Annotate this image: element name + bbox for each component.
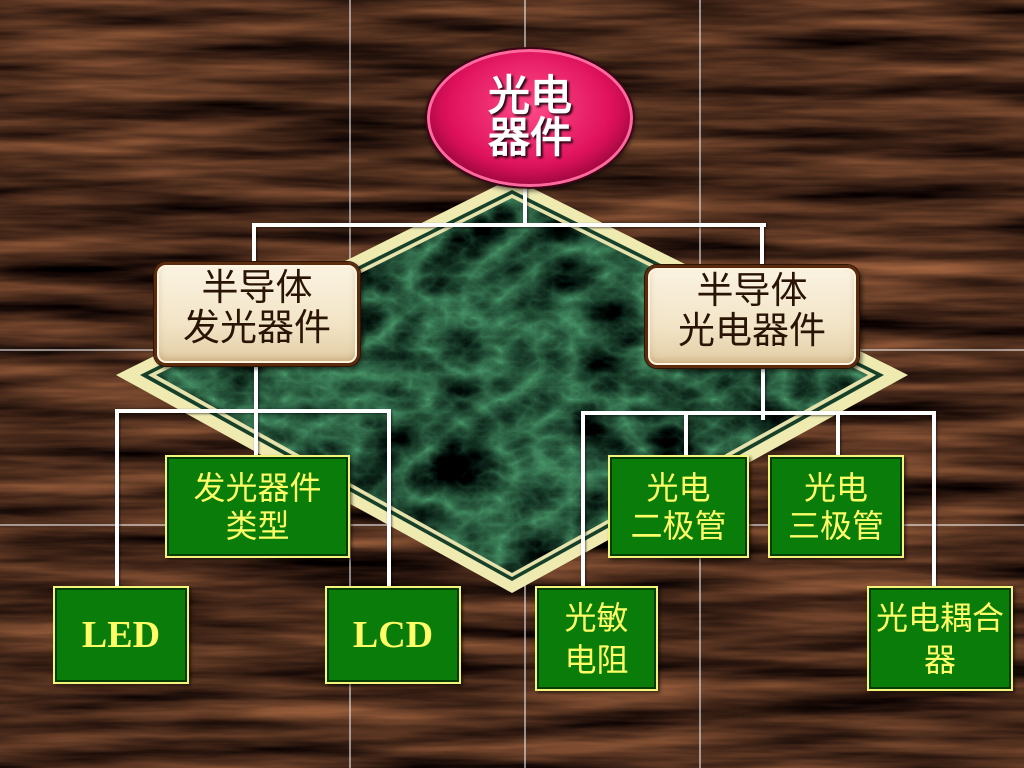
leaf-label-line: 二极管 [630,507,727,544]
leaf-label-line: 光敏 [564,599,629,636]
leaf-label-line: 光电耦合 [875,599,1004,636]
branch-label-line: 半导体 [696,270,808,312]
leaf-node-photoresistor: 光敏 电阻 [535,586,658,691]
root-label-line: 光电 [487,74,572,120]
leaf-label-line: 发光器件 [193,469,322,506]
leaf-label-line: 电阻 [564,641,629,678]
branch-label-line: 发光器件 [183,308,331,349]
leaf-label-line: LED [81,614,161,656]
branch-label-line: 光电器件 [678,310,826,352]
leaf-label-line: 类型 [225,507,290,544]
leaf-node-led: LED [53,586,189,684]
leaf-node-phototransistor: 光电 三极管 [768,455,904,558]
branch-node-light-emitting: 半导体 发光器件 [154,262,360,366]
leaf-label-line: 光电 [803,469,868,506]
root-label-line: 器件 [487,116,572,162]
leaf-node-photodiode: 光电 二极管 [608,455,749,558]
branch-node-photoelectric: 半导体 光电器件 [645,265,859,368]
leaf-label-line: 器 [923,641,956,678]
leaf-label-line: LCD [352,614,434,656]
leaf-node-emitter-types: 发光器件 类型 [165,455,350,558]
leaf-node-optocoupler: 光电耦合 器 [867,586,1013,691]
leaf-node-lcd: LCD [325,586,461,684]
leaf-label-line: 三极管 [787,507,884,544]
root-node: 光电 器件 [425,47,635,189]
branch-label-line: 半导体 [201,268,313,309]
connector-lines [115,186,936,589]
leaf-label-line: 光电 [646,469,711,506]
